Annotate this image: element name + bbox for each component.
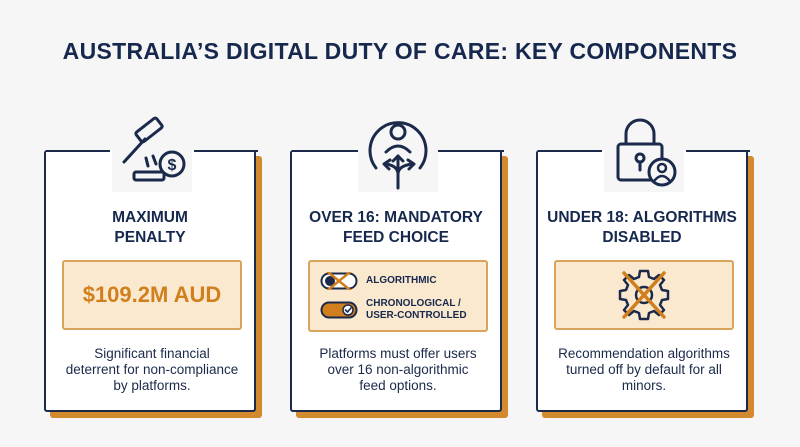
penalty-amount-box: $109.2M AUD — [62, 260, 242, 330]
card-feed-choice: OVER 16: MANDATORY FEED CHOICE ALGORITHM… — [290, 112, 508, 418]
card-desc-line2: deterrent for non-compliance — [65, 362, 239, 377]
card-body: $ MAXIMUM PENALTY $109.2M AUD Significan… — [44, 112, 258, 412]
toggle-on-check-icon — [320, 301, 358, 319]
card-desc-line1: Recommendation algorithms — [558, 346, 730, 361]
card-desc-line1: Significant financial — [94, 346, 210, 361]
padlock-user-icon — [604, 112, 684, 192]
user-choice-arrows-icon — [358, 112, 438, 192]
card-desc-line2: over 16 non-algorithmic — [327, 362, 469, 377]
page-title: AUSTRALIA’S DIGITAL DUTY OF CARE: KEY CO… — [62, 38, 738, 64]
card-desc-line3: feed options. — [359, 378, 437, 393]
card-heading-line1: OVER 16: MANDATORY — [309, 209, 483, 226]
card-heading-line1: MAXIMUM — [112, 209, 188, 226]
option-chronological-label-line2: USER-CONTROLLED — [366, 310, 467, 321]
option-algorithmic-label: ALGORITHMIC — [366, 275, 437, 286]
option-chronological: CHRONOLOGICAL / USER-CONTROLLED — [320, 298, 467, 322]
gavel-dollar-icon: $ — [112, 112, 192, 192]
option-algorithmic: ALGORITHMIC — [320, 272, 437, 290]
penalty-amount: $109.2M AUD — [82, 282, 222, 307]
card-heading-line2: FEED CHOICE — [343, 229, 449, 246]
algorithm-disabled-box — [554, 260, 734, 330]
card-desc-line3: minors. — [621, 378, 667, 393]
card-body: UNDER 18: ALGORITHMS DISABLED Recommenda… — [536, 112, 750, 412]
gear-crossed-icon — [618, 269, 670, 321]
card-algorithms-disabled: UNDER 18: ALGORITHMS DISABLED Recommenda… — [536, 112, 754, 418]
svg-text:$: $ — [168, 157, 177, 174]
card-desc-line3: by platforms. — [113, 378, 191, 393]
feed-options-box: ALGORITHMIC CHRONOLOGICAL / USER-CONTROL… — [308, 260, 488, 332]
card-heading-line2: DISABLED — [602, 229, 682, 246]
card-heading-line2: PENALTY — [114, 229, 186, 246]
card-heading-line1: UNDER 18: ALGORITHMS — [547, 209, 737, 226]
card-body: OVER 16: MANDATORY FEED CHOICE ALGORITHM… — [290, 112, 504, 412]
option-chronological-label-line1: CHRONOLOGICAL / — [366, 298, 461, 309]
card-maximum-penalty: $ MAXIMUM PENALTY $109.2M AUD Significan… — [44, 112, 262, 418]
card-desc-line1: Platforms must offer users — [319, 346, 477, 361]
card-desc-line2: turned off by default for all — [566, 362, 722, 377]
toggle-off-crossed-icon — [320, 272, 358, 290]
